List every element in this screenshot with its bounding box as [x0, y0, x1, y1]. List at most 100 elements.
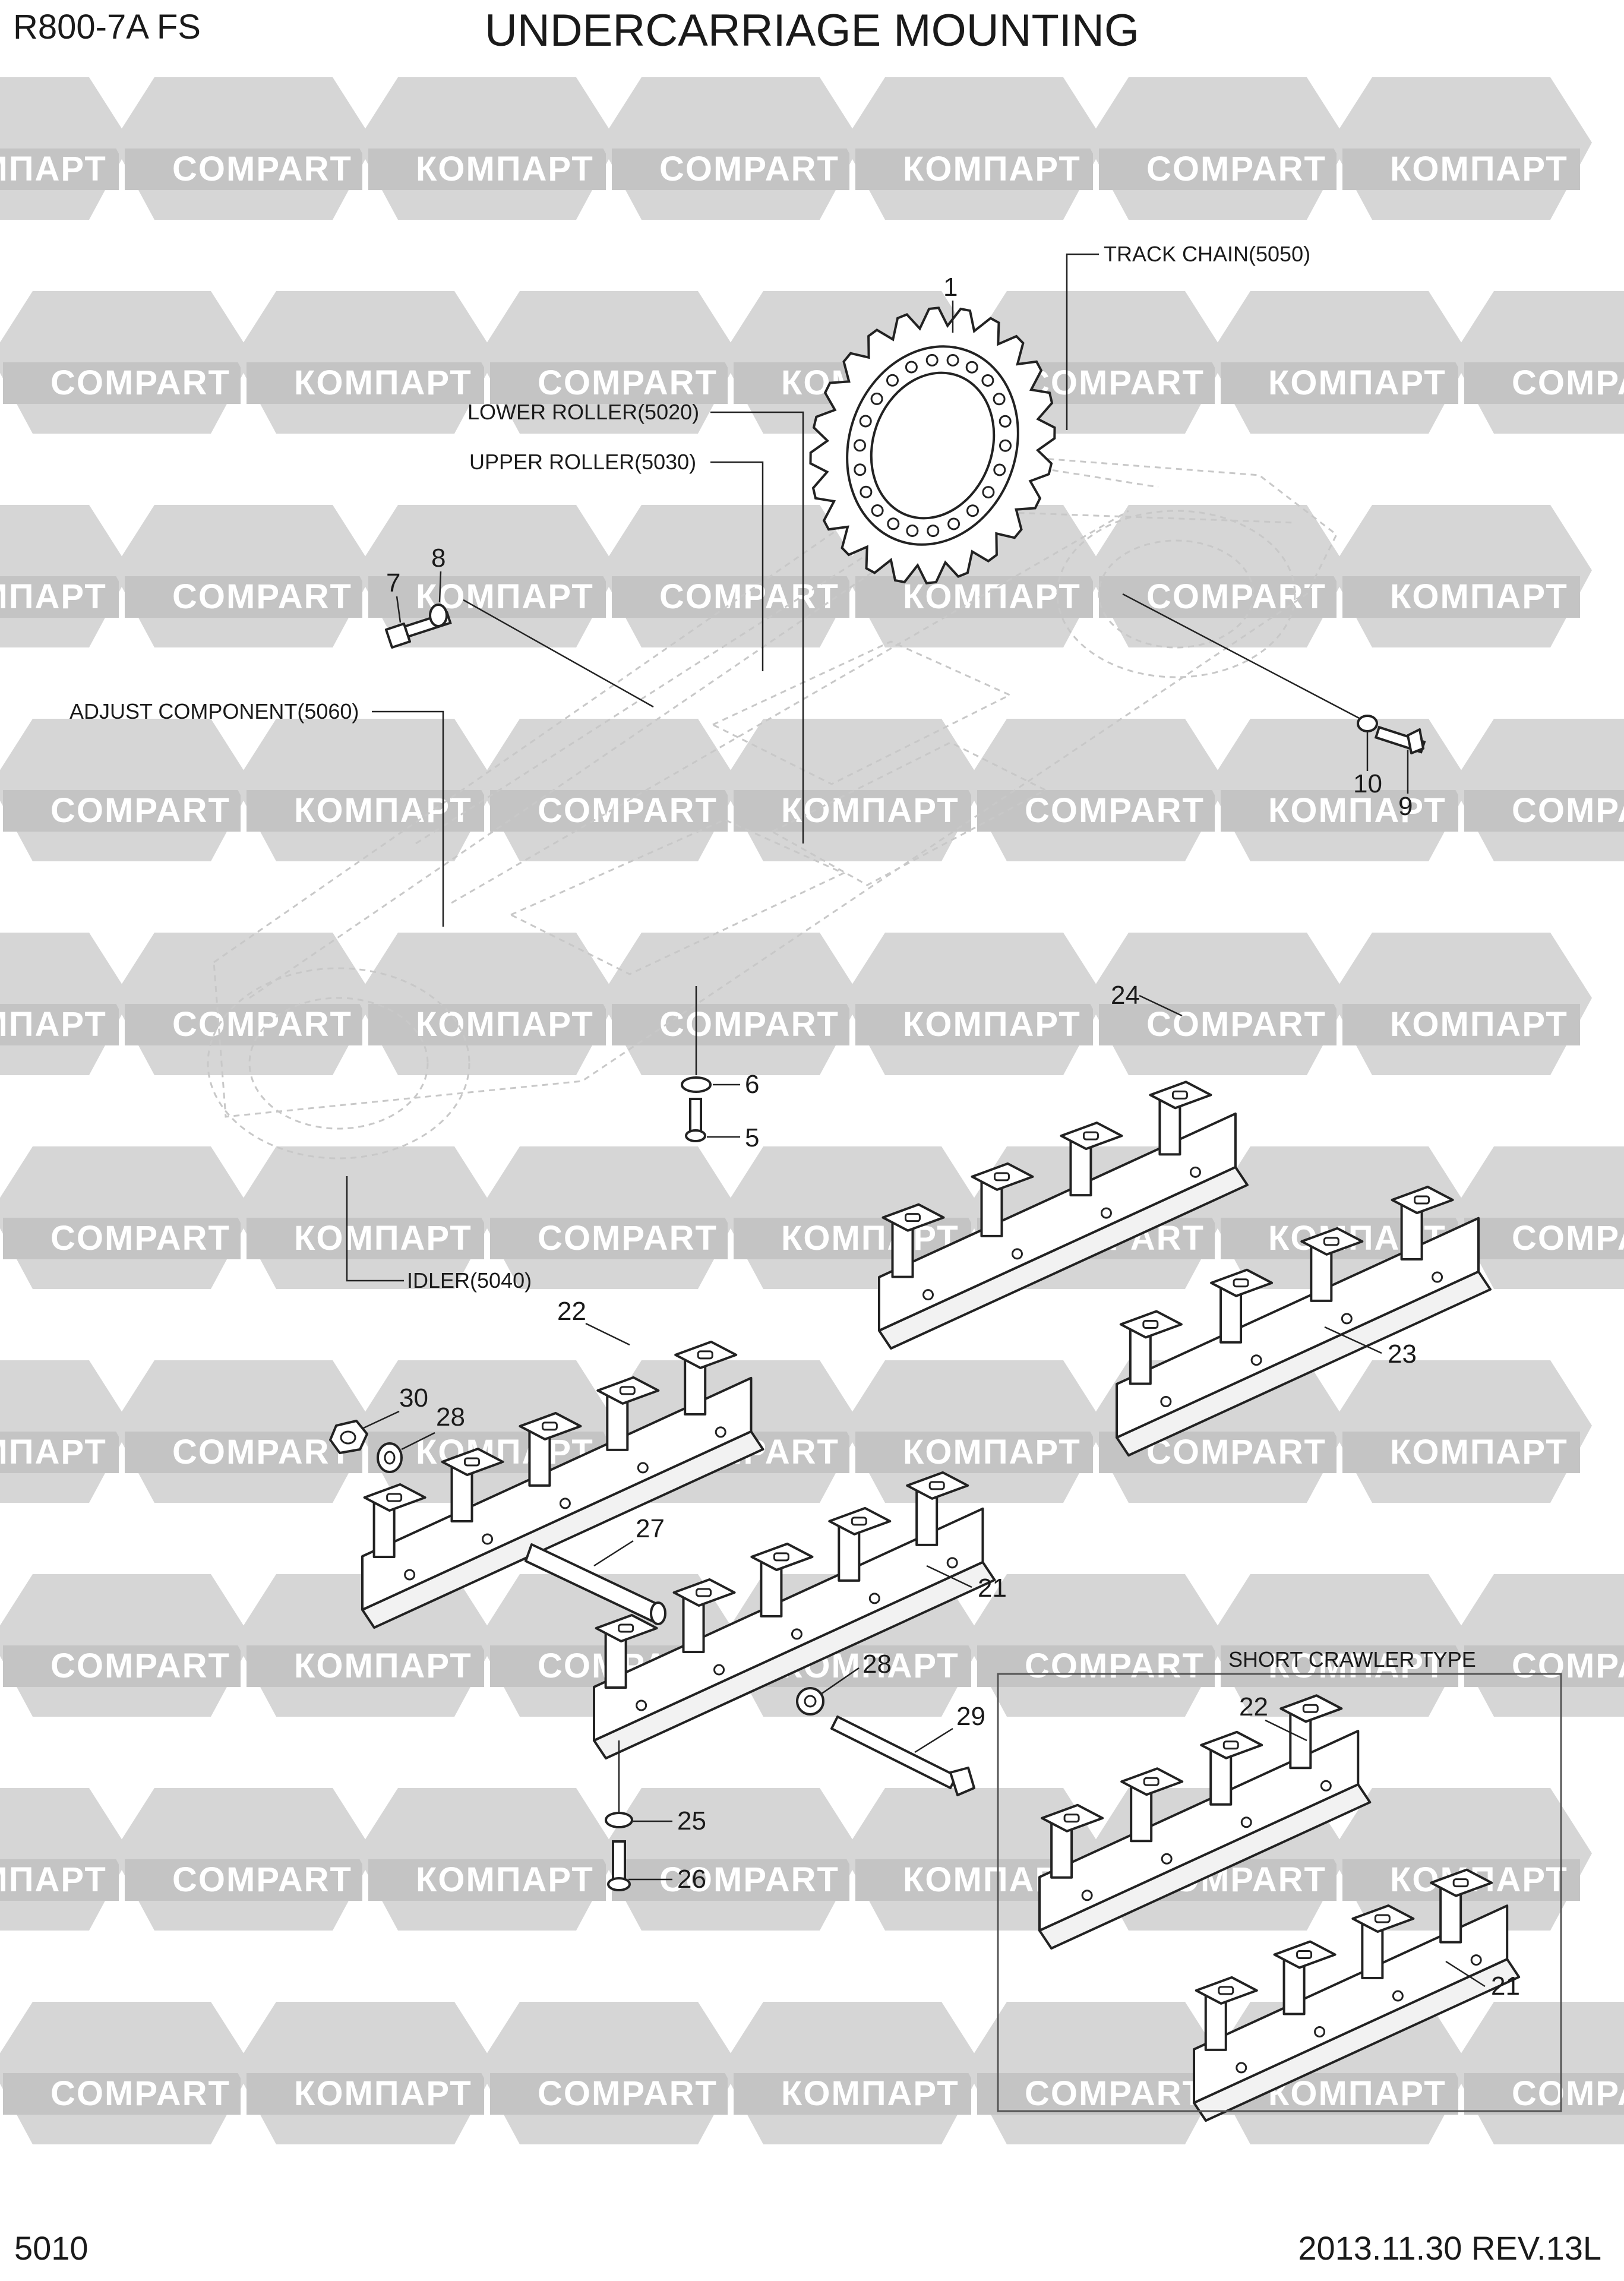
watermark-text: COMPART	[1025, 791, 1205, 830]
watermark-text: КОМПАРТ	[903, 1433, 1081, 1471]
watermark-text: COMPART	[1146, 1433, 1326, 1471]
pin-27	[525, 1543, 666, 1625]
bolt-29	[830, 1716, 975, 1796]
watermark-tile: COMPART	[1452, 2002, 1624, 2144]
sprocket-bolt-hole	[947, 517, 961, 530]
callout-22-short: 22	[1239, 1692, 1268, 1721]
watermark-text: COMPART	[1512, 791, 1624, 830]
callout-28-left: 28	[436, 1402, 465, 1432]
bolt-5	[685, 1098, 706, 1142]
watermark-text: КОМПАРТ	[1390, 150, 1568, 188]
sprocket-bolt-hole	[981, 374, 994, 387]
watermark-tile: COMPART	[1087, 933, 1348, 1075]
watermark-text: КОМПАРТ	[294, 1219, 472, 1258]
guard-rail-23	[1116, 1186, 1492, 1457]
watermark-tile: КОМПАРТ	[0, 77, 131, 220]
watermark-text: КОМПАРТ	[294, 2074, 472, 2113]
washer-10	[1357, 715, 1378, 732]
sprocket-bolt-hole	[871, 504, 884, 517]
watermark-tile: COMPART	[0, 291, 252, 434]
sprocket-bolt-hole	[993, 463, 1006, 476]
sprocket-bolt-hole	[999, 439, 1012, 452]
watermark-tile: КОМПАРТ	[1331, 505, 1592, 647]
watermark-tile: COMPART	[478, 1146, 740, 1289]
sprocket-bolt-hole	[854, 463, 867, 476]
watermark-text: КОМПАРТ	[294, 1647, 472, 1685]
guard-rail-24	[878, 1081, 1249, 1350]
watermark-text: COMPART	[538, 2074, 718, 2113]
watermark-text: COMPART	[50, 364, 230, 402]
watermark-tile: КОМПАРТ	[722, 2002, 983, 2144]
watermark-tile: КОМПАРТ	[235, 1574, 496, 1717]
leader-10	[1122, 593, 1361, 720]
watermark-tile: КОМПАРТ	[235, 2002, 496, 2144]
watermark-text: КОМПАРТ	[781, 791, 959, 830]
ref-upper-roller: UPPER ROLLER(5030)	[469, 450, 696, 474]
sprocket-bolt-hole	[982, 486, 995, 499]
watermark-tile: COMPART	[113, 1788, 374, 1931]
callout-8: 8	[431, 544, 446, 573]
sprocket-bolt-hole	[886, 374, 899, 387]
watermark-tile: COMPART	[1087, 505, 1348, 647]
watermark-tile: COMPART	[600, 505, 861, 647]
watermark-tile: COMPART	[478, 291, 740, 434]
watermark-text: КОМПАРТ	[0, 1005, 107, 1044]
callout-9: 9	[1398, 792, 1413, 821]
callout-21-short: 21	[1491, 1972, 1520, 2001]
sprocket-bolt-hole	[946, 354, 959, 367]
watermark-tile: COMPART	[600, 933, 861, 1075]
watermark-text: COMPART	[172, 1005, 352, 1044]
watermark-tile: КОМПАРТ	[1209, 291, 1470, 434]
watermark-text: COMPART	[172, 1860, 352, 1899]
watermark-tile: COMPART	[113, 933, 374, 1075]
watermark-tile: COMPART	[113, 505, 374, 647]
watermark-text: КОМПАРТ	[903, 150, 1081, 188]
sprocket-bolt-hole	[965, 361, 978, 374]
watermark-tile: COMPART	[0, 2002, 252, 2144]
watermark-tile: COMPART	[1452, 1574, 1624, 1717]
page-number: 5010	[14, 2229, 89, 2267]
watermark-tile: КОМПАРТ	[0, 1788, 131, 1931]
watermark-text: КОМПАРТ	[1390, 1433, 1568, 1471]
watermark-tile: КОМПАРТ	[235, 1146, 496, 1289]
callout-24: 24	[1111, 981, 1140, 1010]
callout-6: 6	[745, 1070, 759, 1099]
watermark-tile: COMPART	[478, 719, 740, 861]
watermark-text: КОМПАРТ	[0, 1433, 107, 1471]
callout-5: 5	[745, 1123, 759, 1152]
watermark-tile: COMPART	[1452, 719, 1624, 861]
short-guard-rail-22	[1038, 1694, 1372, 1950]
watermark-tile: КОМПАРТ	[1209, 1574, 1470, 1717]
callout-26: 26	[677, 1865, 706, 1894]
sprocket-bolt-hole	[999, 415, 1012, 428]
watermark-text: КОМПАРТ	[294, 364, 472, 402]
watermark-text: COMPART	[1025, 2074, 1205, 2113]
watermark-text: COMPART	[659, 577, 839, 616]
watermark-tile: COMPART	[1452, 1146, 1624, 1289]
watermark-text: КОМПАРТ	[781, 2074, 959, 2113]
watermark-tile: COMPART	[600, 1788, 861, 1931]
guard-rail-22	[361, 1340, 764, 1629]
watermark-text: КОМПАРТ	[1268, 364, 1446, 402]
callout-7: 7	[386, 568, 400, 598]
callout-10: 10	[1353, 769, 1382, 798]
watermark-text: COMPART	[538, 791, 718, 830]
watermark-text: COMPART	[1146, 1005, 1326, 1044]
washer-6	[681, 1076, 712, 1093]
guard-rail-21	[593, 1471, 996, 1759]
watermark-text: COMPART	[538, 364, 718, 402]
watermark-tile: КОМПАРТ	[0, 933, 131, 1075]
watermark-text: COMPART	[659, 1860, 839, 1899]
watermark-tile: КОМПАРТ	[356, 77, 618, 220]
callout-1: 1	[943, 273, 958, 302]
watermark-tile: COMPART	[0, 1146, 252, 1289]
watermark-text: COMPART	[50, 2074, 230, 2113]
ref-adjust-component: ADJUST COMPONENT(5060)	[69, 699, 359, 724]
sprocket-bolt-hole	[927, 525, 940, 538]
bolt-26	[607, 1840, 631, 1891]
watermark-text: COMPART	[538, 1219, 718, 1258]
watermark-tile: КОМПАРТ	[235, 291, 496, 434]
watermark-text: COMPART	[1512, 364, 1624, 402]
watermark-tile: КОМПАРТ	[0, 505, 131, 647]
